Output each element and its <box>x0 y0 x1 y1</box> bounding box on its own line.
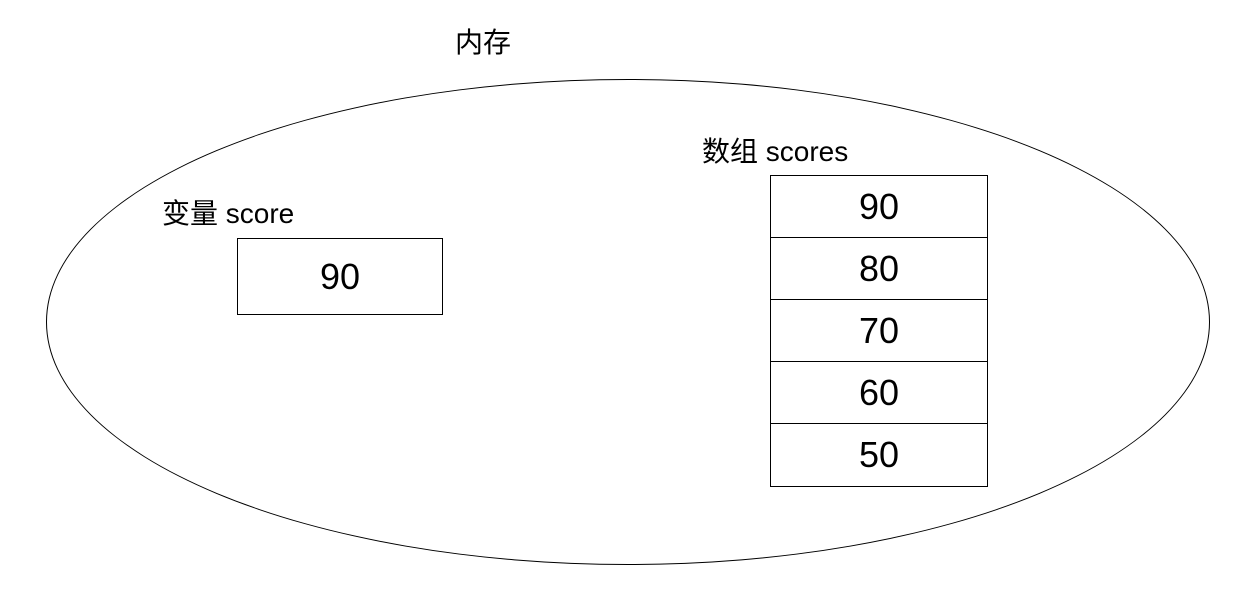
array-table: 90 80 70 60 50 <box>770 175 988 487</box>
array-cell: 90 <box>771 176 987 238</box>
array-label: 数组 scores <box>702 136 849 167</box>
variable-value: 90 <box>319 255 361 297</box>
memory-ellipse <box>46 79 1210 565</box>
array-cell: 50 <box>858 434 900 475</box>
array-cell: 70 <box>771 300 987 362</box>
diagram-title: 内存 <box>455 27 512 58</box>
array-cell: 80 <box>771 238 987 300</box>
variable-label: 变量 score <box>162 198 295 229</box>
variable-box: 90 <box>237 238 443 315</box>
array-cell: 60 <box>771 362 987 424</box>
